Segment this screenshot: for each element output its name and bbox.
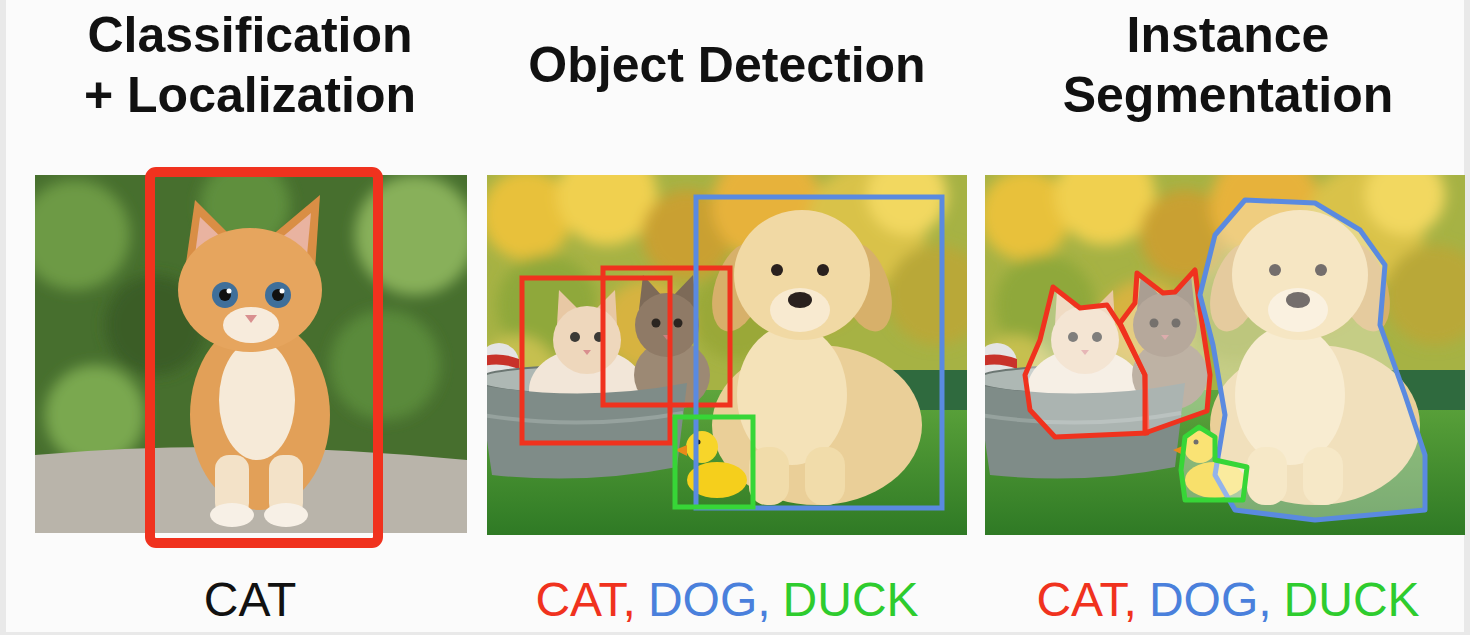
bounding-box [696, 197, 942, 508]
panel-heading: Classification + Localization [75, 5, 425, 125]
segmentation-mask [1120, 270, 1210, 433]
pets-photo [477, 145, 987, 535]
slide-ground [6, 0, 1464, 632]
cat-photo [20, 160, 475, 533]
class-label: DUCK [1284, 572, 1420, 628]
class-label: CAT, [535, 572, 635, 628]
class-label: CAT [85, 572, 415, 628]
caption-row: CAT,DOG,DUCK [427, 572, 1027, 628]
class-label: CAT, [1036, 572, 1136, 628]
panel-heading: Object Detection [477, 35, 977, 95]
class-label: DUCK [783, 572, 919, 628]
class-label: DOG, [1149, 572, 1272, 628]
caption-row: CAT,DOG,DUCK [993, 572, 1463, 628]
bounding-box [675, 417, 753, 507]
bounding-box [603, 268, 730, 405]
label-slot: CAT [85, 572, 415, 628]
label-slot: Instance Segmentation [1053, 5, 1403, 125]
pets-photo [975, 145, 1470, 535]
bounding-box [522, 278, 670, 443]
label-slot: Object Detection [477, 35, 977, 95]
class-label: DOG, [648, 572, 771, 628]
label-slot: Classification + Localization [75, 5, 425, 125]
panel-heading: Instance Segmentation [1053, 5, 1403, 125]
segmentation-mask [1181, 427, 1247, 500]
bounding-box [150, 172, 378, 543]
